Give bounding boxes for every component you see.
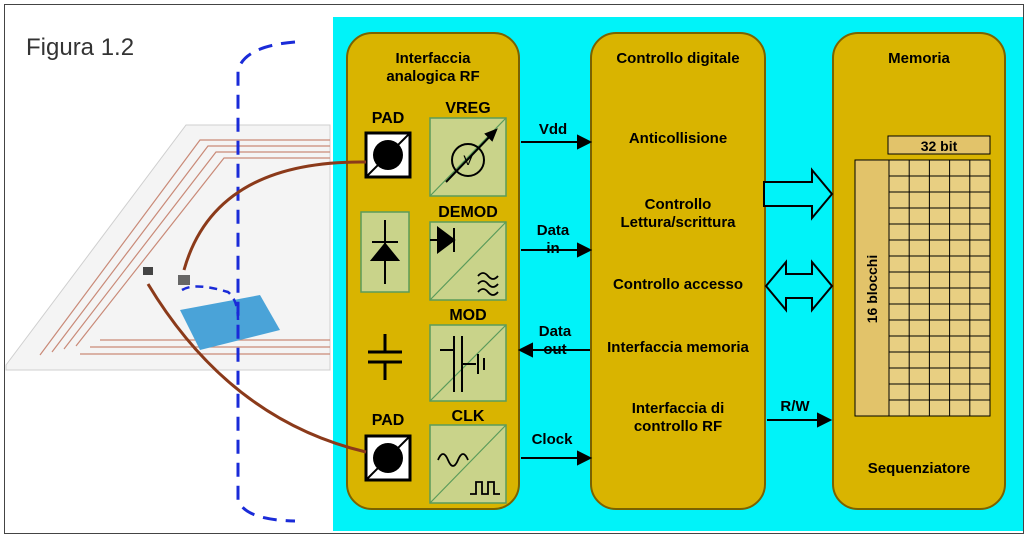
digital-item-memory-interface: Interfaccia memoria [607, 339, 749, 356]
demod-icon [430, 226, 499, 296]
pad-bottom-icon [364, 434, 412, 482]
figure-frame [4, 4, 1024, 534]
digital-item-anticollision: Anticollisione [628, 130, 728, 147]
memory-sequencer-label: Sequenziatore [867, 460, 971, 477]
digital-item-rf-control: Interfaccia di controllo RF [631, 400, 725, 435]
voltmeter-icon [445, 128, 498, 183]
clock-wave-icon [437, 453, 500, 495]
memory-block-title: Memoria [888, 50, 950, 67]
signal-clock: Clock [531, 431, 573, 448]
demod-label: DEMOD [438, 204, 498, 221]
figure-label: Figura 1.2 [26, 34, 135, 61]
signal-rw: R/W [780, 398, 810, 415]
capacitor-icon [368, 334, 402, 380]
hollow-arrow-right [763, 167, 834, 221]
digital-block-title: Controllo digitale [616, 50, 740, 67]
mod-label: MOD [449, 307, 487, 324]
digital-control-block [590, 32, 766, 510]
pad-top-icon [364, 131, 412, 179]
wire-bottom [146, 283, 367, 454]
hollow-arrow-bidirectional [764, 259, 834, 313]
digital-item-rw-control: Controllo Lettura/scrittura [620, 196, 736, 231]
signal-vdd: Vdd [538, 121, 568, 138]
pad-bottom-label: PAD [371, 412, 405, 429]
signal-data-out: Data out [538, 323, 572, 358]
clk-label: CLK [451, 408, 485, 425]
vreg-label: VREG [445, 100, 491, 117]
chip-dashed-outline [236, 40, 296, 523]
transistor-icon [440, 336, 485, 392]
signal-data-in: Data in [536, 222, 570, 257]
digital-item-access-control: Controllo accesso [612, 276, 744, 293]
wire-top [182, 160, 367, 271]
memory-bits-label: 32 bit [920, 138, 958, 154]
memory-blocks-label: 16 blocchi [864, 254, 880, 324]
analog-block-title: Interfaccia analogica RF [386, 50, 480, 85]
diode-icon [369, 220, 401, 284]
pad-top-label: PAD [371, 110, 405, 127]
vreg-symbol: V [463, 152, 473, 168]
